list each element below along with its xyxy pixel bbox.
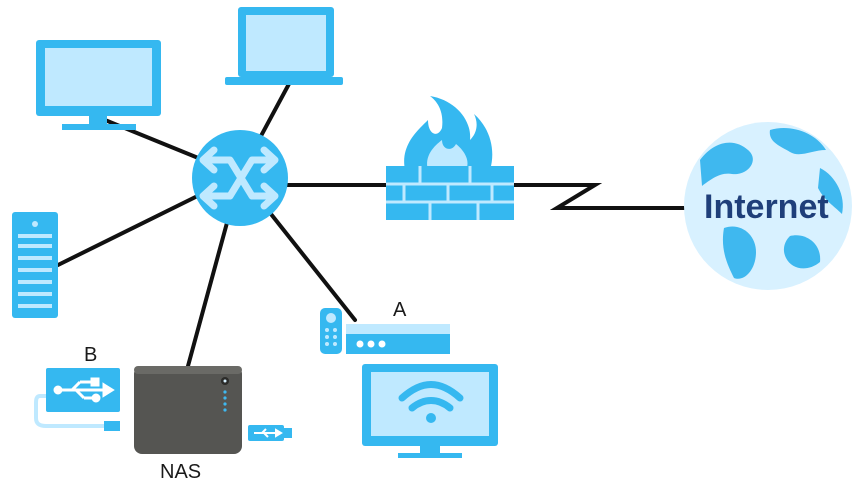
desktop-monitor-icon — [36, 40, 161, 130]
internet-globe-icon: Internet — [684, 122, 852, 290]
server-icon — [12, 212, 58, 318]
usb-stick-icon — [248, 425, 292, 441]
nas-icon — [134, 366, 242, 454]
usb-drive-icon — [34, 368, 120, 431]
wifi-icon — [398, 381, 464, 412]
link-firewall-internet — [510, 183, 692, 210]
connection-lines — [56, 80, 692, 368]
label-b: B — [84, 344, 97, 366]
flame-icon — [404, 96, 493, 170]
laptop-icon — [225, 7, 343, 85]
firewall-icon — [386, 96, 514, 220]
label-a: A — [393, 299, 407, 321]
media-player-icon — [346, 324, 450, 354]
nas-label: NAS — [160, 461, 201, 483]
switch-icon — [192, 130, 288, 226]
internet-label: Internet — [704, 188, 829, 226]
remote-control-icon — [320, 308, 342, 354]
smart-tv-icon — [362, 364, 498, 458]
